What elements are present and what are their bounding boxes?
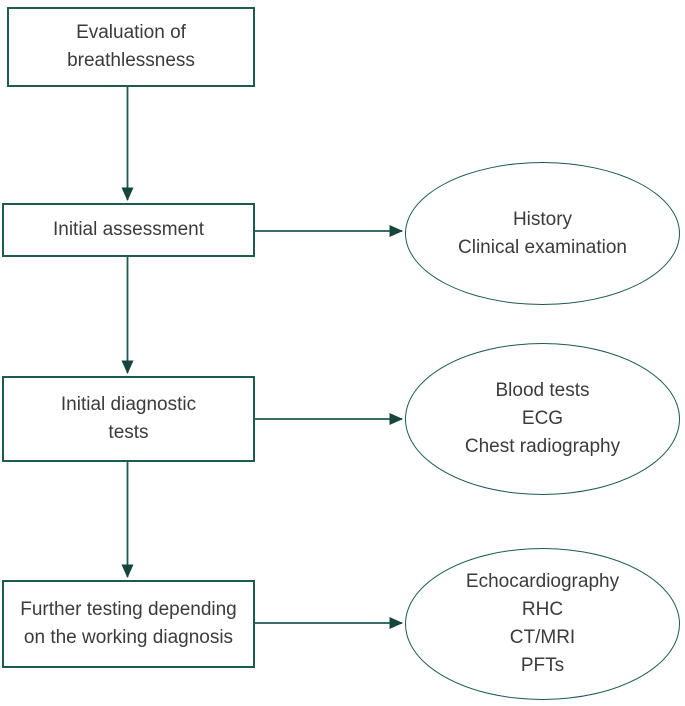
node-label: Blood tests ECG Chest radiography bbox=[464, 380, 621, 457]
node-history-clinical-examination: History Clinical examination bbox=[405, 162, 680, 305]
node-evaluation-of-breathlessness: Evaluation of breathlessness bbox=[7, 7, 255, 87]
node-blood-tests-ecg-chest-radiography: Blood tests ECG Chest radiography bbox=[405, 343, 680, 495]
node-label: Evaluation of breathlessness bbox=[67, 22, 195, 71]
node-label: History Clinical examination bbox=[458, 208, 627, 258]
node-label: Initial assessment bbox=[52, 219, 204, 240]
node-echocardiography-rhc-ctmri-pfts: Echocardiography RHC CT/MRI PFTs bbox=[405, 548, 680, 700]
node-initial-assessment: Initial assessment bbox=[2, 203, 255, 257]
node-label: Echocardiography RHC CT/MRI PFTs bbox=[465, 571, 620, 676]
node-further-testing: Further testing depending on the working… bbox=[2, 580, 255, 668]
node-initial-diagnostic-tests: Initial diagnostic tests bbox=[2, 376, 255, 462]
node-label: Further testing depending on the working… bbox=[20, 599, 237, 648]
node-label: Initial diagnostic tests bbox=[60, 394, 197, 443]
